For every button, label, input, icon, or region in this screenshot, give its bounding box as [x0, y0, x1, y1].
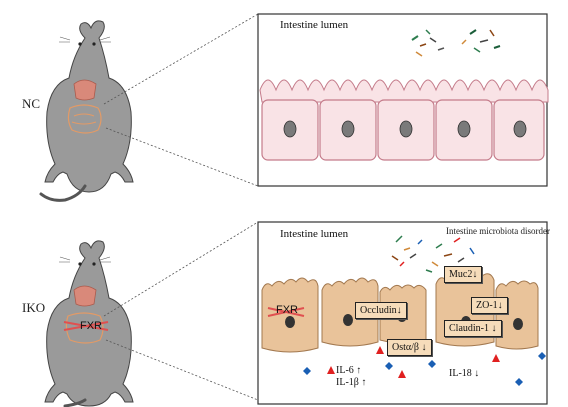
- ost-label: Ostα/β ↓: [387, 339, 432, 356]
- il1b-label: IL-1β ↑: [336, 377, 367, 388]
- claudin1-label: Claudin-1 ↓: [444, 320, 502, 337]
- cytokine-diamonds: [303, 352, 546, 386]
- iko-microbiota: [391, 235, 475, 273]
- fxr-knockout-cross: [267, 307, 305, 317]
- muc2-label: Muc2↓: [444, 266, 483, 283]
- group-label-nc: NC: [22, 96, 41, 111]
- group-label-iko: IKO: [22, 300, 46, 315]
- cytokine-triangles: [327, 346, 500, 378]
- nc-mouse-illustration: [39, 20, 134, 202]
- nc-microbiota: [411, 29, 501, 57]
- il6-label: IL-6 ↑: [336, 365, 362, 376]
- cell-fxr-label: FXR: [276, 304, 298, 316]
- microbiota-disorder-label: Intestine microbiota disorder: [446, 226, 550, 236]
- nc-intestine-panel: [257, 13, 549, 187]
- mouse-fxr-label: FXR: [80, 320, 102, 332]
- iko-zoom-line-bottom: [105, 339, 259, 401]
- nc-zoom-line-top: [103, 13, 259, 105]
- iko-zoom-line-top: [103, 221, 259, 317]
- iko-lumen-label: Intestine lumen: [280, 228, 349, 240]
- nc-zoom-line-bottom: [105, 127, 259, 187]
- iko-mouse-illustration: [44, 240, 134, 407]
- il18-label: IL-18 ↓: [449, 368, 480, 379]
- zo1-label: ZO-1↓: [471, 297, 508, 314]
- occludin-label: Occludin↓: [355, 302, 407, 319]
- nc-lumen-label: Intestine lumen: [280, 19, 349, 31]
